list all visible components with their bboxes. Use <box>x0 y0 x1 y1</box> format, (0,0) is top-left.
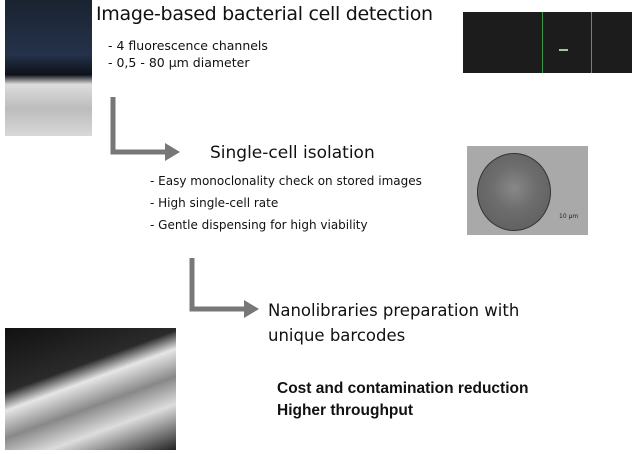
arrow-2-head <box>244 300 259 318</box>
step2-title: Single-cell isolation <box>210 143 375 163</box>
step3-line: unique barcodes <box>268 326 406 345</box>
step2-bullet: - Gentle dispensing for high viability <box>150 218 368 232</box>
arrow-1-head <box>165 143 180 161</box>
benefit-line: Cost and contamination reduction <box>277 380 529 397</box>
step1-bullet: - 0,5 - 80 µm diameter <box>108 55 250 70</box>
instrument-photo-detection <box>5 0 92 136</box>
benefit-line: Higher throughput <box>277 402 414 419</box>
step2-bullet: - High single-cell rate <box>150 196 279 210</box>
fluorescence-image <box>463 12 632 73</box>
step1-bullet: - 4 fluorescence channels <box>108 38 268 53</box>
step2-bullet: - Easy monoclonality check on stored ima… <box>150 174 422 188</box>
arrow-1 <box>110 97 166 155</box>
cell-droplet-image: 10 µm <box>467 146 588 235</box>
step1-title: Image-based bacterial cell detection <box>96 3 433 25</box>
scale-bar-label: 10 µm <box>559 213 579 220</box>
instrument-photo-plates <box>5 328 176 450</box>
arrow-2 <box>189 258 245 312</box>
step3-line: Nanolibraries preparation with <box>268 301 520 320</box>
